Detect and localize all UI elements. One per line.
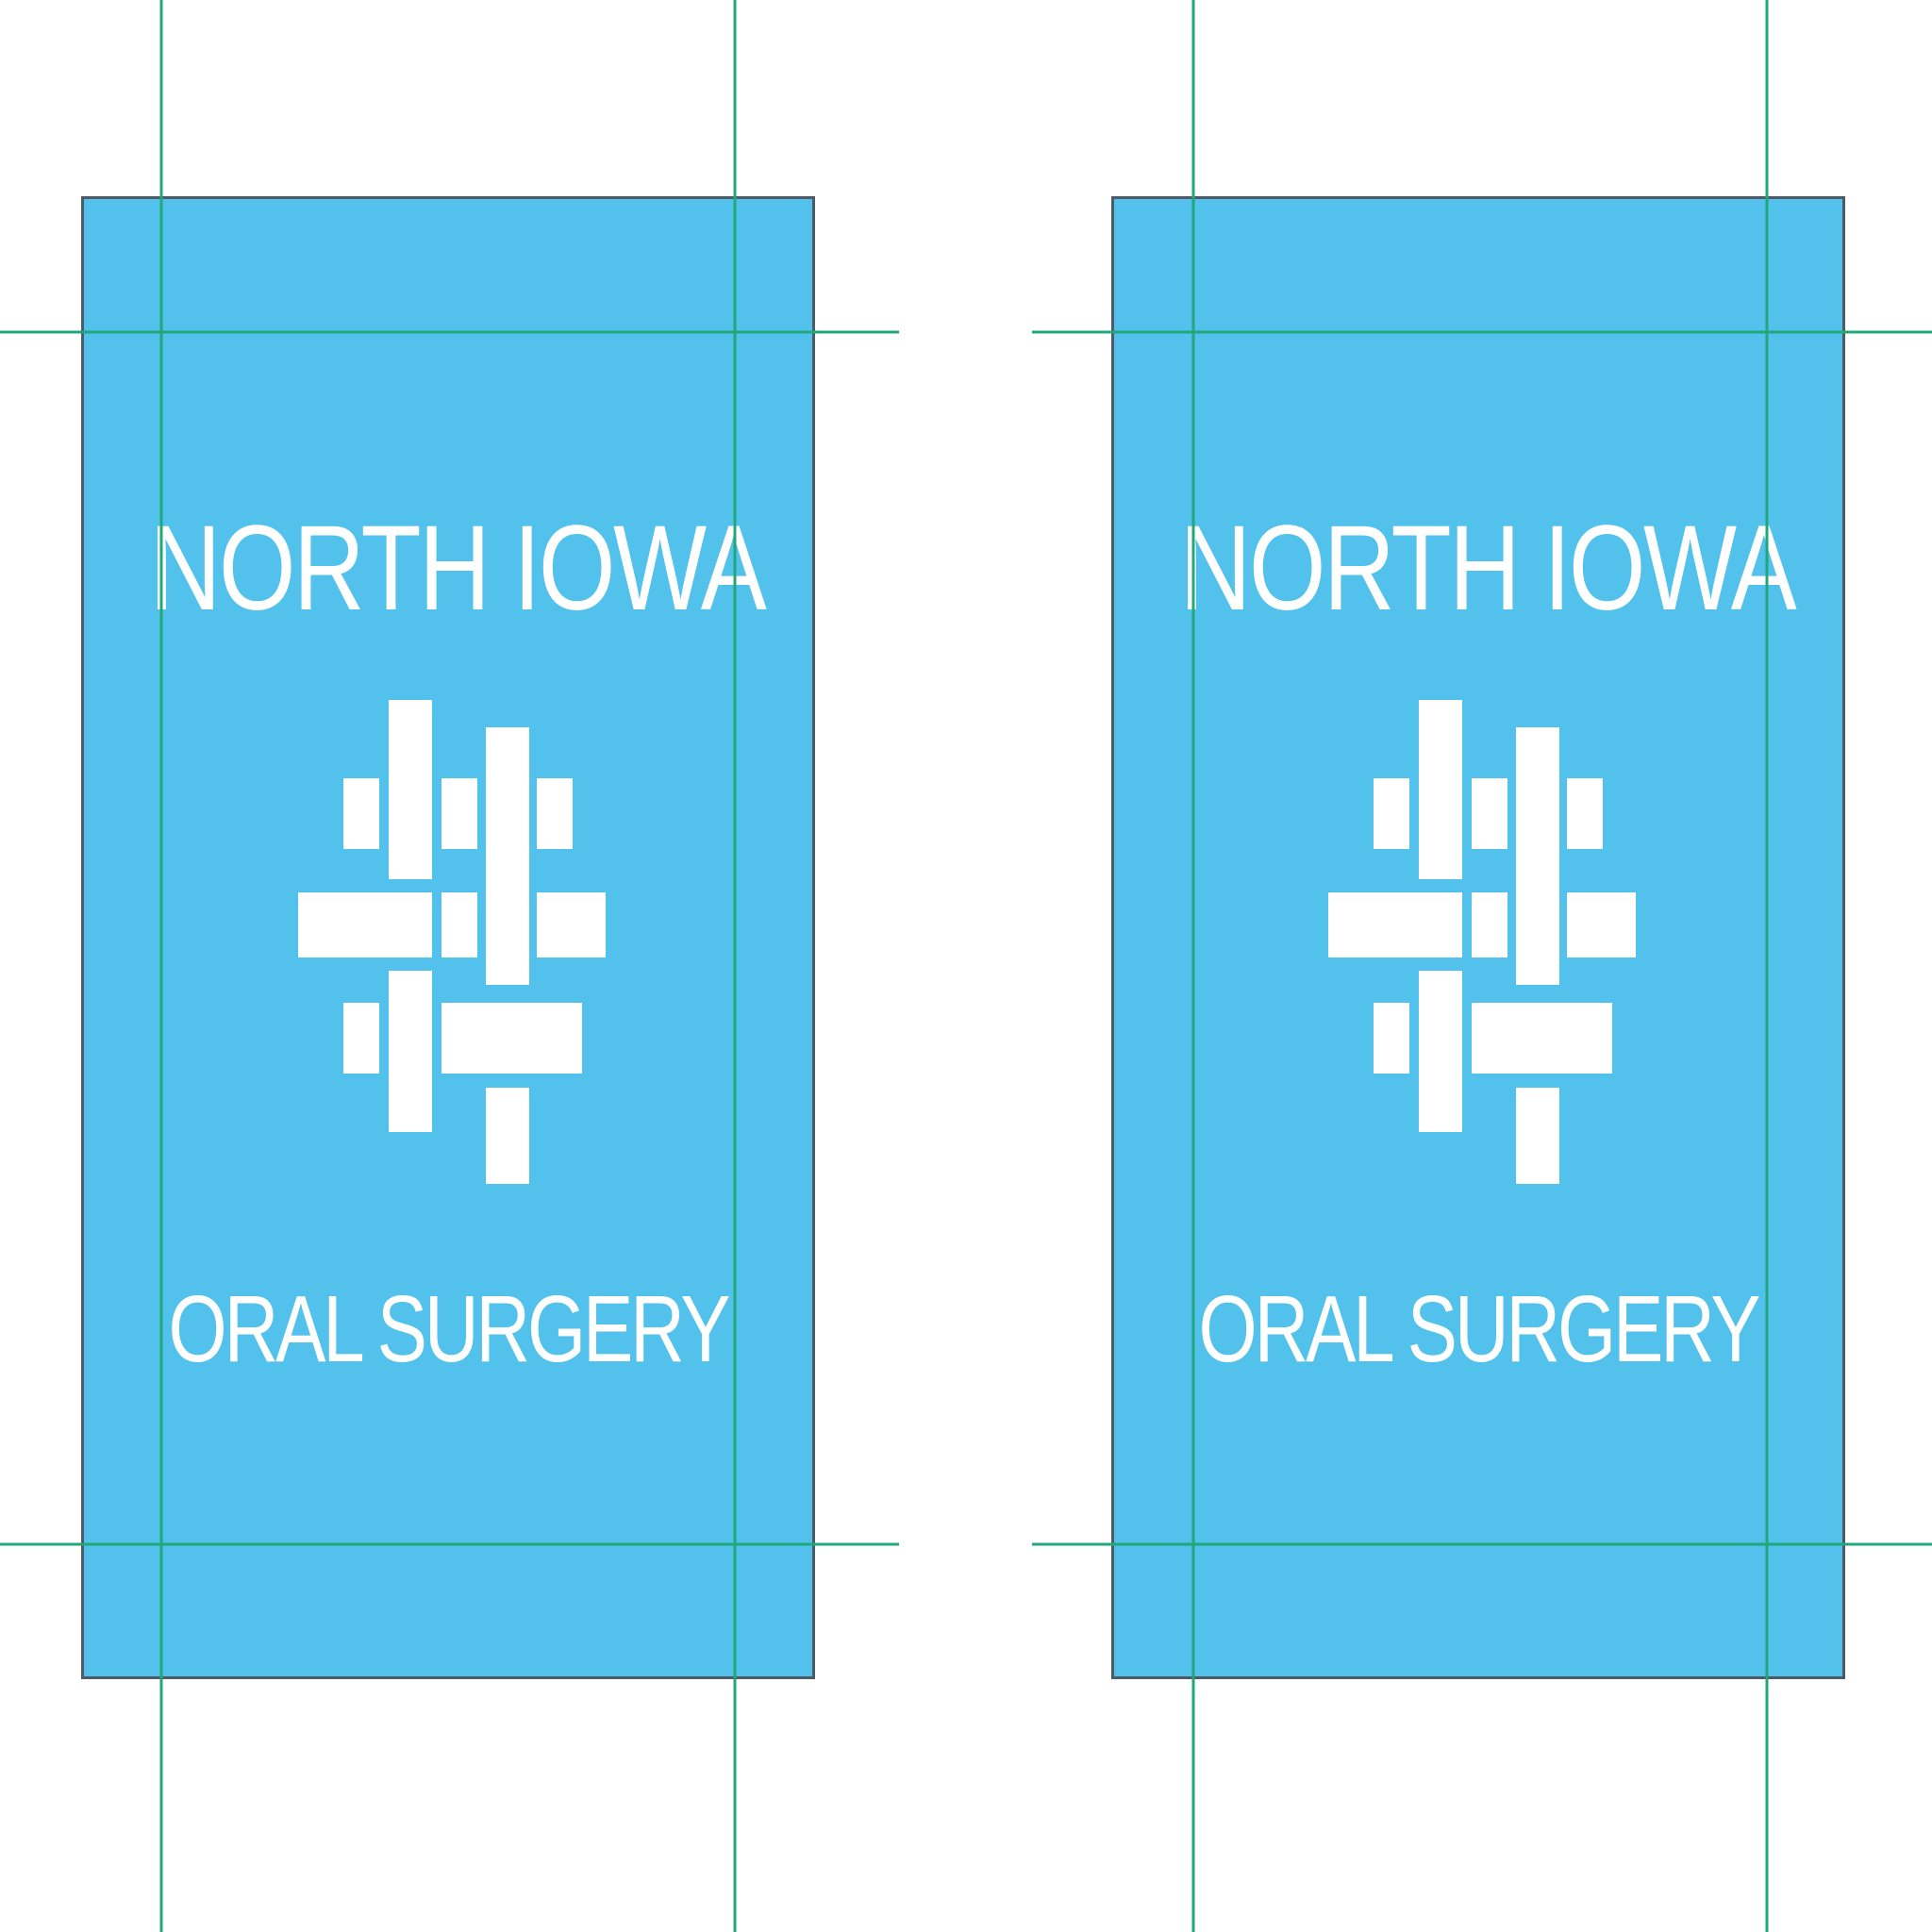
brand-name-bottom: ORAL SURGERY bbox=[1198, 1276, 1761, 1382]
weave-cross-mark-icon bbox=[298, 700, 606, 1184]
brand-name-top: NORTH IOWA bbox=[149, 501, 766, 636]
brand-name-bottom: ORAL SURGERY bbox=[168, 1276, 731, 1382]
card-right[interactable]: NORTH IOWA ORAL SURGERY bbox=[1111, 196, 1845, 1679]
brand-name-top: NORTH IOWA bbox=[1179, 501, 1796, 636]
weave-cross-mark-icon bbox=[1328, 700, 1636, 1184]
card-left[interactable]: NORTH IOWA ORAL SURGERY bbox=[81, 196, 815, 1679]
